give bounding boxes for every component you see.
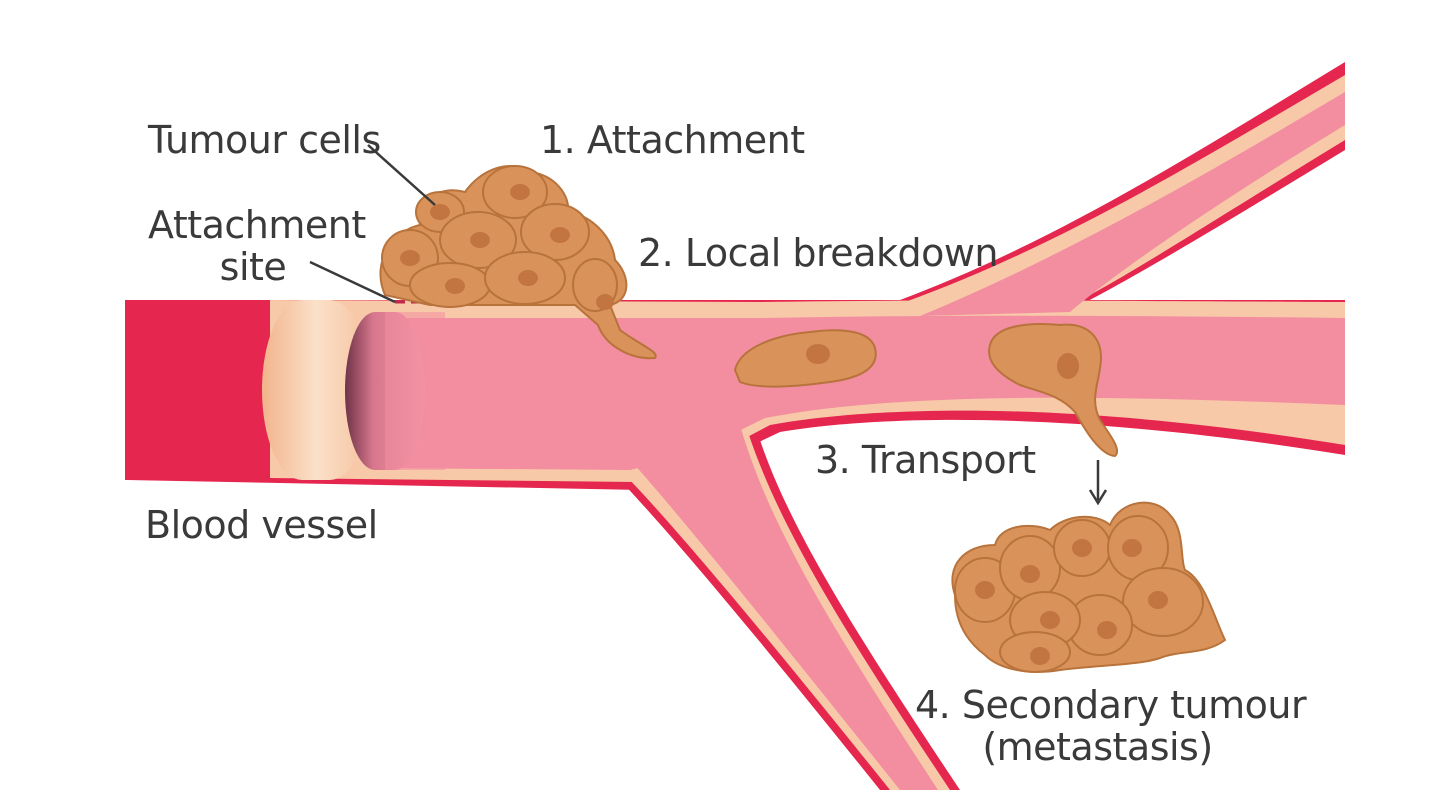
down-arrow-icon <box>1088 460 1108 506</box>
label-attachment-site-line1: Attachment <box>148 203 366 247</box>
transported-cell-2 <box>988 323 1119 458</box>
attachment-site-leader <box>309 260 396 304</box>
secondary-tumour-cluster <box>951 501 1227 673</box>
label-tumour-cells: Tumour cells <box>148 118 381 162</box>
vessel-cut-end <box>262 300 370 480</box>
vessel-inner-fade <box>385 312 445 470</box>
label-attachment-site: Attachment site <box>148 203 366 289</box>
blood-vessel-network <box>125 62 1345 790</box>
label-step-2: 2. Local breakdown <box>638 231 999 275</box>
label-step-4-line2: (metastasis) <box>982 724 1213 769</box>
transported-cell-1 <box>733 329 877 388</box>
lower-branch-lumen <box>632 425 938 790</box>
label-step-4-line1: 4. Secondary tumour <box>915 683 1307 727</box>
label-blood-vessel: Blood vessel <box>145 503 378 547</box>
label-attachment-site-line2: site <box>219 244 287 289</box>
tumour-cells-leader <box>367 144 436 206</box>
label-step-1: 1. Attachment <box>540 118 805 162</box>
label-step-4: 4. Secondary tumour (metastasis) <box>915 683 1307 769</box>
primary-tumour-cluster <box>379 164 657 360</box>
label-step-3: 3. Transport <box>815 438 1036 482</box>
